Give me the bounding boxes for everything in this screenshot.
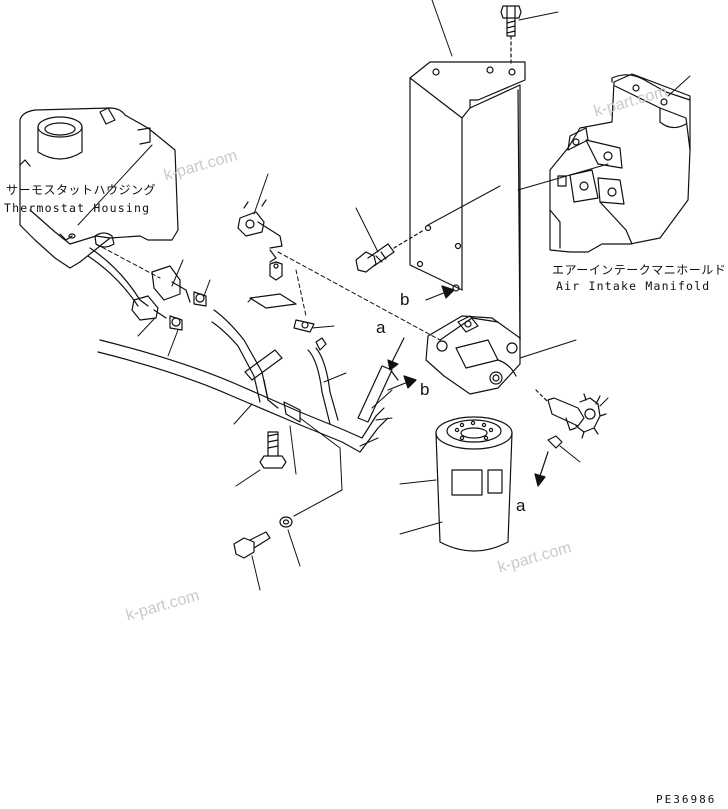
air-intake-manifold-label-jp: エアーインテークマニホールド [552,263,727,277]
thermostat-housing-label-en: Thermostat Housing [4,201,151,215]
hex-bolt [234,532,270,558]
coolant-pipe-assembly [88,248,398,452]
temperature-sensor [536,390,606,448]
marker-b-upper: b [400,290,410,309]
drawing-code: PE36986 [656,793,717,806]
washer [280,517,292,527]
air-intake-manifold-label-en: Air Intake Manifold [556,279,711,293]
air-intake-manifold [550,74,690,252]
filter-head [426,316,520,394]
arrow-a-upper [388,338,404,370]
side-bolt [356,230,424,272]
lower-bolt [260,432,286,468]
bracket [410,62,525,340]
top-bolt [501,6,521,66]
marker-a-upper: a [376,318,386,337]
arrow-b-lower [388,376,416,390]
arrow-b-upper [426,286,454,300]
filter-element [436,417,512,551]
marker-b-lower: b [420,380,430,399]
marker-a-lower: a [516,496,526,515]
thermostat-housing [20,108,178,268]
arrow-a-lower [535,452,548,486]
thermostat-housing-label-jp: サーモスタットハウジング [6,183,157,197]
hose-fittings [132,200,326,350]
